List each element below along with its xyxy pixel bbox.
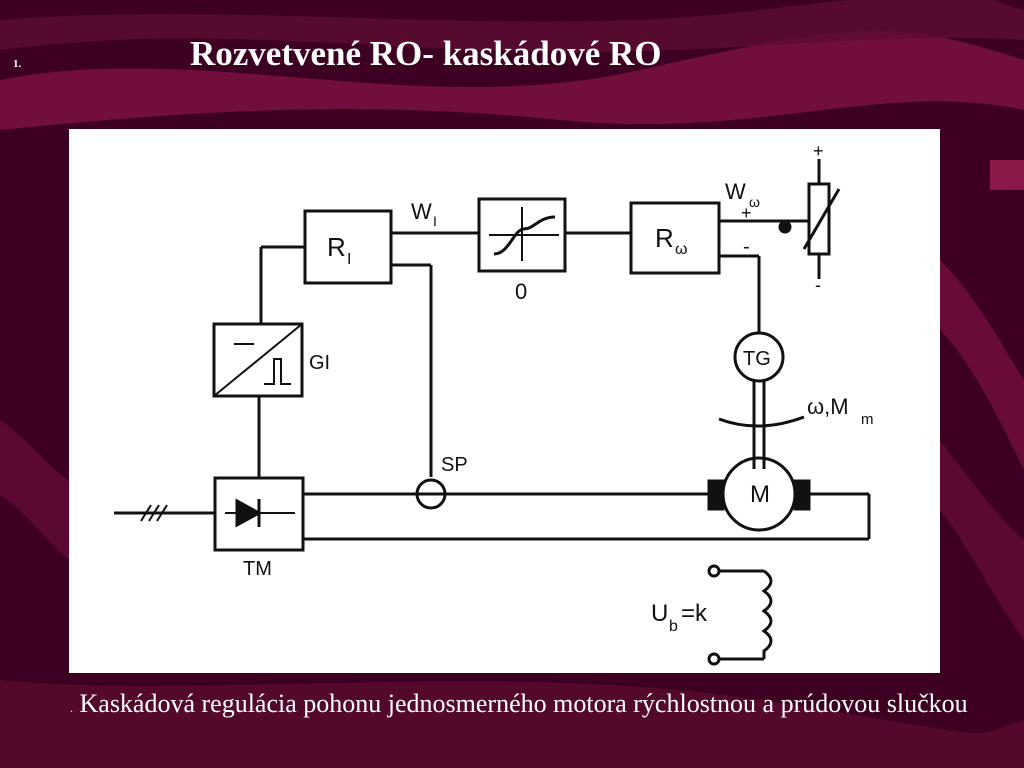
speed-reference-label: W — [725, 179, 746, 204]
limiter-zero-label: 0 — [515, 279, 527, 304]
speed-reference-sub: ω — [749, 194, 760, 210]
limiter-block — [477, 197, 567, 273]
minus-sign: - — [743, 236, 750, 258]
speed-regulator-block — [629, 201, 721, 275]
current-regulator-label: R — [327, 232, 346, 262]
excitation-value: =k — [681, 600, 708, 627]
shaft-label-sub: m — [861, 411, 874, 428]
slide-title: Rozvetvené RO- kaskádové RO — [190, 34, 662, 73]
excitation-sub: b — [669, 618, 678, 635]
plus-sign: + — [741, 203, 752, 223]
pot-plus-sign: + — [813, 141, 824, 161]
slide-number: 1. — [13, 58, 22, 70]
excitation-label: U — [651, 600, 668, 627]
current-sensor-label: SP — [441, 454, 468, 476]
speed-regulator-label: R — [655, 223, 674, 253]
pulse-generator-label: GI — [309, 352, 330, 374]
speed-regulator-sub: ω — [675, 241, 688, 258]
thyristor-converter-label: TM — [243, 558, 272, 580]
current-reference-label: W — [411, 199, 432, 224]
pot-minus-sign: - — [815, 275, 821, 295]
figure-caption: . Kaskádová regulácia pohonu jednosmerné… — [70, 688, 990, 720]
cascade-control-schematic: R I 0 R ω GI TM TG M SP W I W ω + - + - … — [114, 141, 874, 666]
caption-prefix: . — [70, 701, 73, 715]
speed-reference-potentiometer — [807, 182, 831, 256]
tachogenerator-label: TG — [743, 348, 771, 370]
caption-text: Kaskádová regulácia pohonu jednosmerného… — [73, 689, 968, 718]
shaft-label: ω,M — [807, 394, 849, 419]
current-sensor-symbol — [415, 478, 447, 510]
current-regulator-sub: I — [347, 251, 351, 268]
schematic-figure: R I 0 R ω GI TM TG M SP W I W ω + - + - … — [69, 129, 940, 673]
current-regulator-block — [303, 209, 393, 285]
current-reference-sub: I — [433, 213, 437, 229]
tachogenerator-symbol — [733, 331, 785, 383]
motor-label: M — [750, 481, 770, 508]
